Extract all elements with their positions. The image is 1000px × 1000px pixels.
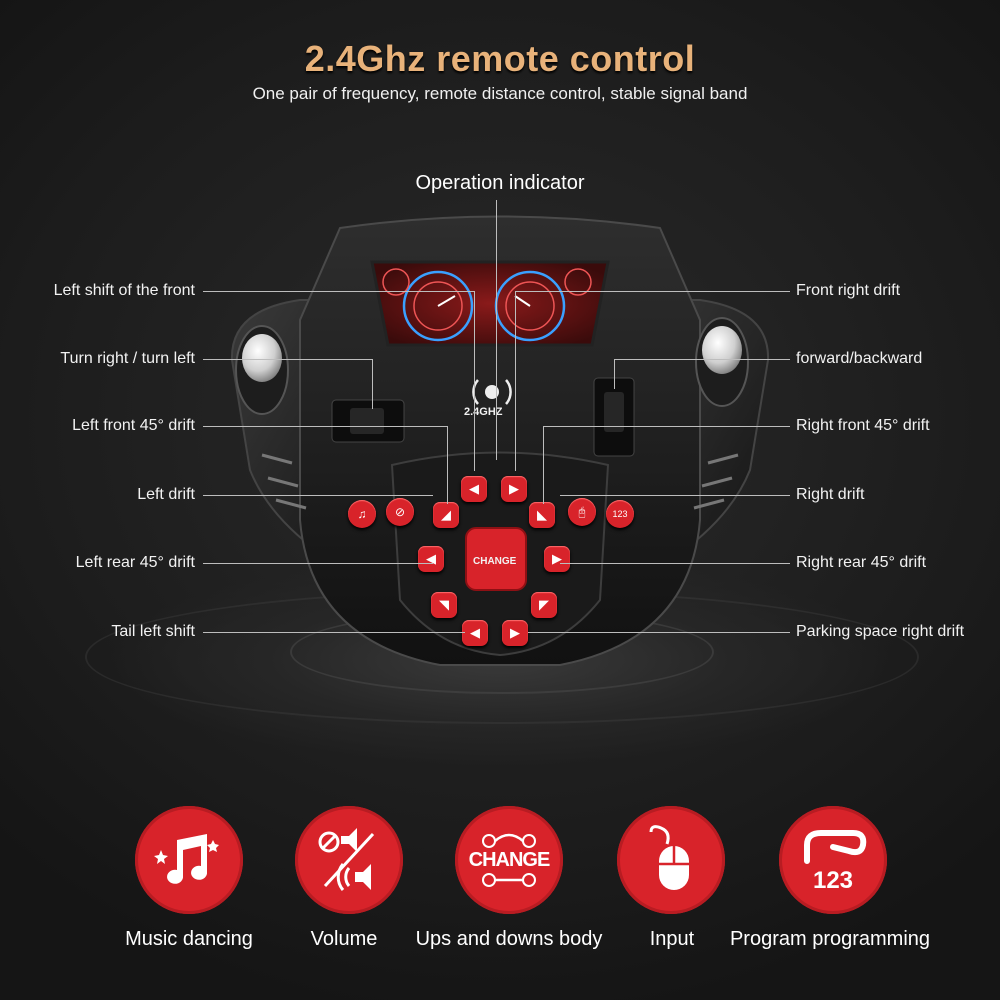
page-title: 2.4Ghz remote control [304, 38, 696, 79]
feature-volume [295, 806, 403, 914]
line-left-3 [203, 426, 448, 427]
line-operation-indicator [496, 200, 497, 460]
callout-right-drift: Right drift [796, 486, 865, 503]
callout-front-right-drift: Front right drift [796, 282, 901, 299]
feature-music-dancing [135, 806, 243, 914]
line-left-6 [203, 632, 465, 633]
feature-input [617, 806, 725, 914]
feature-label-body: Ups and downs body [415, 928, 603, 950]
btn-left-shift-front[interactable]: ◀ [461, 476, 487, 502]
btn-left-front-45[interactable]: ◢ [433, 502, 459, 528]
callout-turn-right-left: Turn right / turn left [60, 350, 195, 367]
feature-ups-downs-body: CHANGE [455, 806, 563, 914]
callout-left-shift-front: Left shift of the front [53, 282, 195, 299]
vline-left-2 [372, 359, 373, 409]
line-right-4 [560, 495, 790, 496]
btn-left-rear-45[interactable]: ◥ [431, 592, 457, 618]
btn-program[interactable]: 123 [606, 500, 634, 528]
line-right-3 [543, 426, 790, 427]
callout-left-drift: Left drift [137, 486, 195, 503]
line-left-1 [203, 291, 475, 292]
feature-label-program: Program programming [729, 928, 931, 950]
page-subtitle: One pair of frequency, remote distance c… [252, 84, 748, 103]
mouse-icon [649, 825, 689, 890]
callout-tail-left-shift: Tail left shift [111, 623, 195, 640]
callout-left-rear-45: Left rear 45° drift [75, 554, 195, 571]
program-text: 123 [812, 867, 854, 894]
feature-program: 123 [779, 806, 887, 914]
btn-parking-right-drift[interactable]: ▶ [502, 620, 528, 646]
vline-right-1 [515, 291, 516, 471]
btn-front-right-drift[interactable]: ▶ [501, 476, 527, 502]
vline-left-3 [447, 426, 448, 504]
btn-right-rear-45[interactable]: ◤ [531, 592, 557, 618]
btn-music[interactable]: ♫ [348, 500, 376, 528]
line-right-6 [528, 632, 790, 633]
line-left-4 [203, 495, 433, 496]
program-loop-icon [804, 830, 867, 864]
btn-tail-left-shift[interactable]: ◀ [462, 620, 488, 646]
feature-label-input: Input [649, 928, 695, 950]
line-left-5 [203, 563, 433, 564]
volume-mute-icon [318, 828, 375, 891]
feature-label-volume: Volume [310, 928, 378, 950]
btn-volume[interactable]: ⊘ [386, 498, 414, 526]
line-right-1 [515, 291, 790, 292]
vline-right-2 [614, 359, 615, 389]
feature-label-music: Music dancing [125, 928, 253, 950]
change-center-label: CHANGE [473, 556, 517, 567]
callout-forward-backward: forward/backward [796, 350, 923, 367]
vline-left-1 [474, 291, 475, 471]
music-note-icon [154, 834, 219, 884]
btn-right-front-45[interactable]: ◣ [529, 502, 555, 528]
callout-left-front-45: Left front 45° drift [72, 417, 195, 434]
change-text: CHANGE [468, 848, 551, 871]
callout-parking-right-drift: Parking space right drift [796, 623, 965, 640]
line-right-2 [614, 359, 790, 360]
btn-left-drift[interactable]: ◀ [418, 546, 444, 572]
callout-operation-indicator: Operation indicator [415, 172, 585, 194]
body-low-icon [482, 872, 536, 887]
btn-input[interactable]: 🖰 [568, 498, 596, 526]
vline-right-3 [543, 426, 544, 504]
signal-label: 2.4GHZ [464, 406, 503, 418]
callout-right-rear-45: Right rear 45° drift [796, 554, 927, 571]
btn-right-drift[interactable]: ▶ [544, 546, 570, 572]
line-right-5 [560, 563, 790, 564]
change-icon [482, 833, 536, 848]
callout-right-front-45: Right front 45° drift [796, 417, 930, 434]
line-left-2 [203, 359, 373, 360]
